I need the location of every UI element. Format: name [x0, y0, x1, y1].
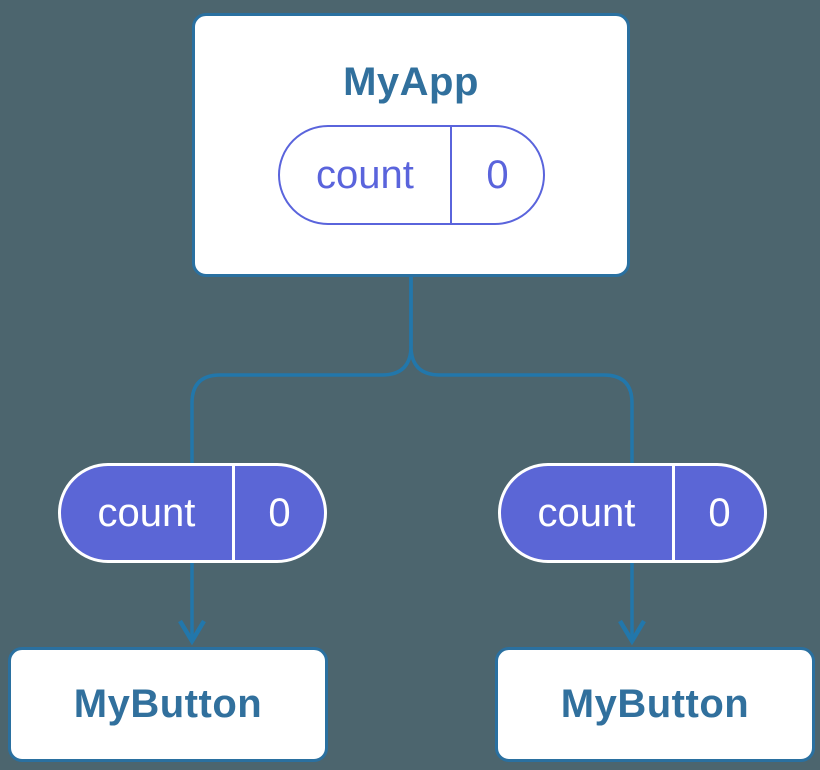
node-mybutton-left: MyButton	[8, 647, 328, 762]
node-myapp: MyApp count 0	[192, 13, 630, 277]
state-name-label: count	[316, 152, 414, 197]
state-pill-myapp: count 0	[277, 125, 545, 225]
arrow-down-icon-right	[618, 619, 646, 646]
branch-line-right	[409, 277, 634, 637]
state-value-label: 0	[450, 127, 542, 223]
node-myapp-title: MyApp	[343, 60, 479, 104]
prop-pill-right: count 0	[498, 463, 767, 563]
prop-value-label: 0	[231, 466, 324, 560]
prop-pill-left: count 0	[58, 463, 327, 563]
node-mybutton-title: MyButton	[560, 682, 750, 726]
prop-name-label: count	[537, 490, 636, 535]
node-mybutton-title: MyButton	[73, 682, 263, 726]
branch-line-left	[190, 277, 413, 637]
prop-name-label: count	[97, 490, 196, 535]
arrow-down-icon-left	[178, 619, 206, 646]
node-mybutton-right: MyButton	[495, 647, 815, 762]
prop-value-label: 0	[671, 466, 764, 560]
